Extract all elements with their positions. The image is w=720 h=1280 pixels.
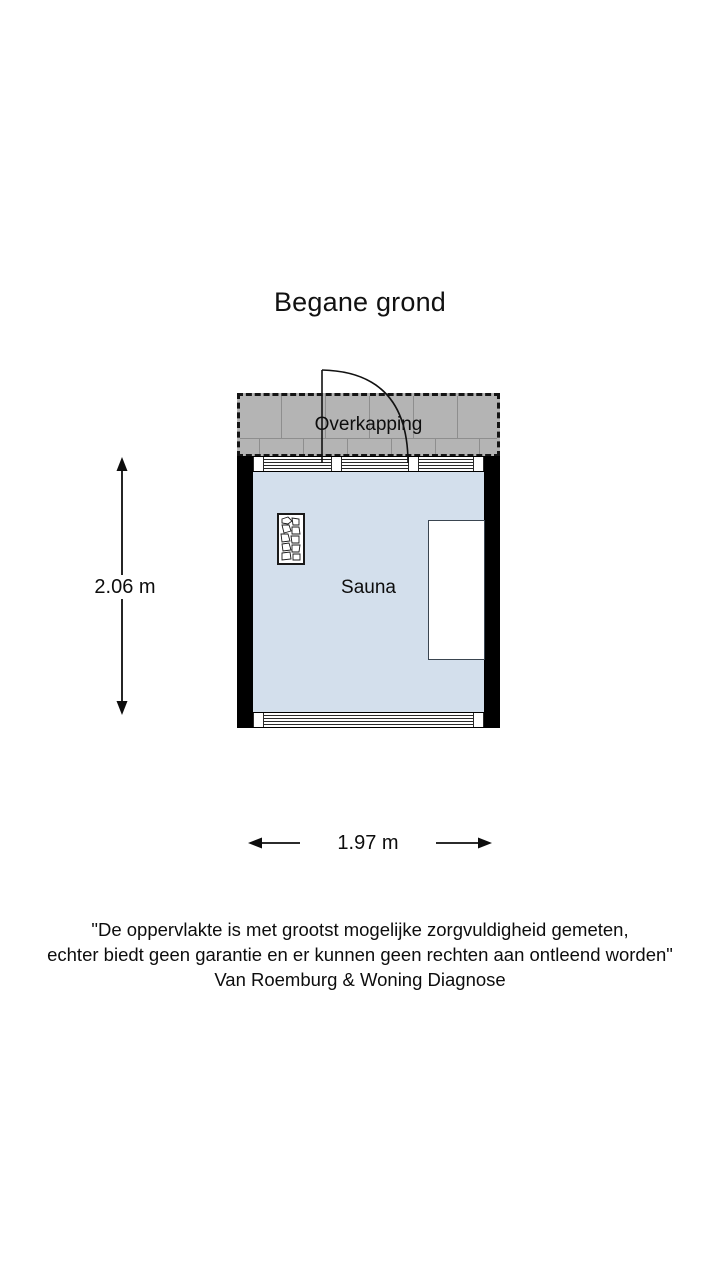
wall-left — [237, 456, 253, 728]
mullion-mid-1 — [331, 457, 342, 471]
room-label-sauna: Sauna — [341, 577, 396, 598]
dimension-horizontal-label: 1.97 m — [300, 831, 436, 855]
room-sauna[interactable]: Sauna — [237, 456, 500, 728]
dimension-vertical-label: 2.06 m — [60, 575, 190, 599]
wall-right — [484, 456, 500, 728]
mullion-mid-2 — [408, 457, 419, 471]
page-title: Begane grond — [273, 287, 447, 317]
sauna-bench[interactable] — [428, 520, 485, 660]
disclaimer-line-2: echter biedt geen garantie en er kunnen … — [47, 944, 673, 965]
sliding-door-top[interactable] — [253, 457, 484, 471]
mullion-left — [253, 713, 264, 727]
mullion-right — [473, 713, 484, 727]
sauna-stove-icon[interactable] — [277, 513, 305, 565]
disclaimer-footer: "De oppervlakte is met grootst mogelijke… — [0, 917, 720, 992]
mullion-left — [253, 457, 264, 471]
window-bottom[interactable] — [253, 713, 484, 727]
disclaimer-line-1: "De oppervlakte is met grootst mogelijke… — [91, 919, 629, 940]
mullion-right — [473, 457, 484, 471]
company-name: Van Roemburg & Woning Diagnose — [214, 969, 506, 990]
room-label-overkapping: Overkapping — [314, 414, 423, 435]
